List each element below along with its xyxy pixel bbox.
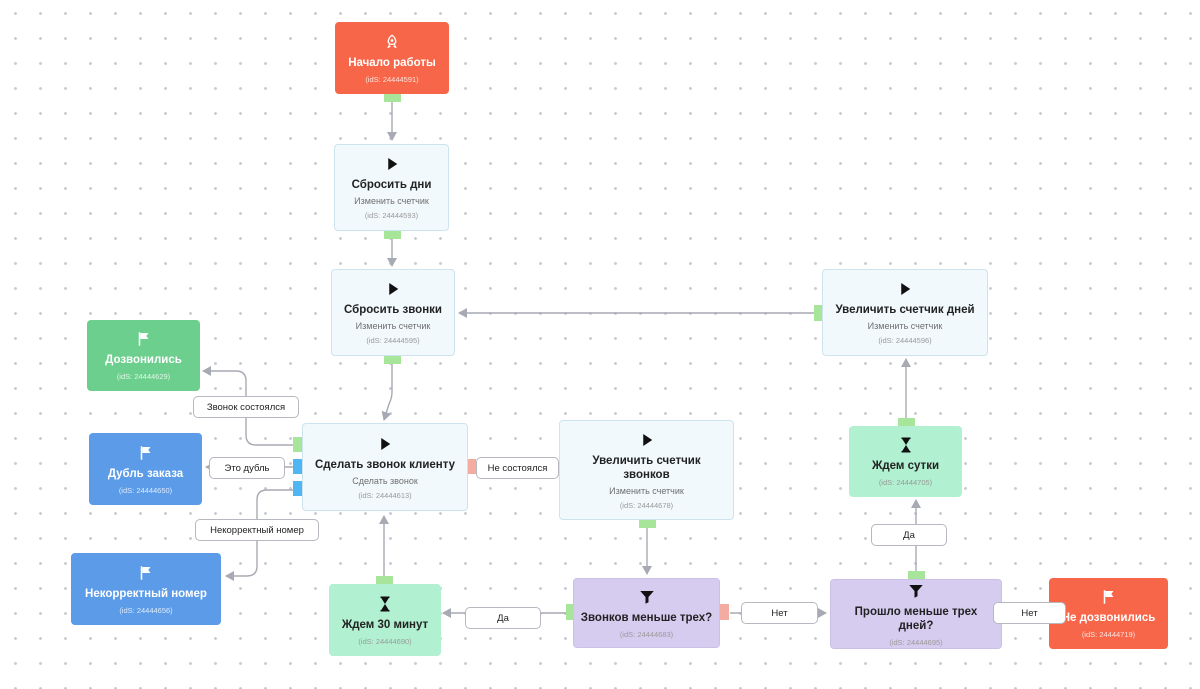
node-title: Сбросить дни bbox=[351, 179, 432, 191]
node-title: Некорректный номер bbox=[85, 587, 207, 600]
output-port[interactable] bbox=[376, 576, 393, 584]
edge-reset-calls-to-call-client bbox=[381, 364, 393, 421]
node-id: (idS: 24444705) bbox=[878, 478, 933, 487]
node-title: Увеличить счетчик звонков bbox=[592, 454, 701, 481]
output-port[interactable] bbox=[639, 520, 656, 528]
node-subtitle: Изменить счетчик bbox=[354, 196, 429, 206]
edge-label-no[interactable]: Нет bbox=[993, 602, 1066, 624]
node-title: Дубль заказа bbox=[107, 467, 184, 480]
hourglass-icon bbox=[901, 437, 910, 453]
node-id: (idS: 24444690) bbox=[358, 636, 412, 646]
node-id: (idS: 24444613) bbox=[358, 490, 412, 500]
output-port[interactable] bbox=[293, 437, 302, 452]
node-call-client[interactable]: Сделать звонок клиенту Сделать звонок (i… bbox=[302, 423, 468, 511]
rocket-icon bbox=[387, 33, 397, 48]
edge-label-duplicate[interactable]: Это дубль bbox=[209, 457, 285, 479]
filter-icon bbox=[909, 584, 923, 598]
edge-label-no[interactable]: Нет bbox=[741, 602, 818, 624]
node-id: (idS: 24444719) bbox=[1081, 630, 1136, 639]
node-title: Увеличить счетчик дней bbox=[835, 304, 975, 316]
output-port[interactable] bbox=[908, 571, 925, 579]
output-port[interactable] bbox=[814, 305, 822, 321]
node-not-reached[interactable]: Не дозвонились (idS: 24444719) bbox=[1049, 578, 1168, 649]
node-title: Начало работы bbox=[348, 56, 436, 69]
output-port[interactable] bbox=[384, 231, 401, 239]
node-days-lt3[interactable]: Прошло меньше трех дней? (idS: 24444695) bbox=[830, 579, 1002, 649]
node-id: (idS: 24444656) bbox=[119, 605, 173, 615]
hourglass-icon bbox=[380, 596, 390, 611]
node-duplicate[interactable]: Дубль заказа (idS: 24444650) bbox=[89, 433, 202, 505]
play-icon bbox=[387, 158, 397, 170]
node-subtitle: Сделать звонок bbox=[352, 475, 418, 486]
flag-icon bbox=[140, 445, 150, 460]
node-subtitle: Изменить счетчик bbox=[867, 321, 943, 331]
node-reset-calls[interactable]: Сбросить звонки Изменить счетчик (idS: 2… bbox=[331, 269, 455, 356]
node-wait-day[interactable]: Ждем сутки (idS: 24444705) bbox=[849, 426, 962, 497]
node-title: Сделать звонок клиенту bbox=[314, 458, 456, 471]
flag-icon bbox=[1103, 590, 1113, 604]
node-id: (idS: 24444596) bbox=[878, 336, 932, 345]
node-start[interactable]: Начало работы (idS: 24444591) bbox=[335, 22, 449, 94]
play-icon bbox=[901, 283, 911, 295]
node-inc-calls[interactable]: Увеличить счетчик звонков Изменить счетч… bbox=[559, 420, 734, 520]
node-reached[interactable]: Дозвонились (idS: 24444629) bbox=[87, 320, 200, 391]
edge-label-bad-number[interactable]: Некорректный номер bbox=[195, 519, 319, 541]
filter-icon bbox=[639, 590, 654, 604]
edge-label-yes[interactable]: Да bbox=[871, 524, 947, 546]
node-reset-days[interactable]: Сбросить дни Изменить счетчик (idS: 2444… bbox=[334, 144, 449, 231]
node-id: (idS: 24444650) bbox=[118, 485, 173, 495]
node-title: Звонков меньше трех? bbox=[580, 611, 713, 624]
play-icon bbox=[642, 433, 652, 446]
flag-icon bbox=[138, 332, 148, 346]
node-subtitle: Изменить счетчик bbox=[355, 321, 431, 331]
node-id: (idS: 24444678) bbox=[619, 500, 674, 510]
output-port[interactable] bbox=[468, 459, 476, 474]
output-port[interactable] bbox=[384, 356, 401, 364]
node-id: (idS: 24444595) bbox=[366, 336, 420, 345]
node-title: Не дозвонились bbox=[1061, 612, 1156, 624]
node-title: Ждем 30 минут bbox=[341, 618, 429, 631]
node-id: (idS: 24444593) bbox=[364, 211, 419, 220]
node-calls-lt3[interactable]: Звонков меньше трех? (idS: 24444683) bbox=[573, 578, 720, 648]
output-port[interactable] bbox=[384, 94, 401, 102]
output-port[interactable] bbox=[720, 604, 729, 620]
node-id: (idS: 24444683) bbox=[619, 629, 674, 639]
flag-icon bbox=[140, 565, 151, 580]
node-title: Дозвонились bbox=[105, 354, 182, 366]
output-port[interactable] bbox=[566, 604, 574, 620]
node-id: (idS: 24444695) bbox=[889, 637, 943, 647]
node-inc-days[interactable]: Увеличить счетчик дней Изменить счетчик … bbox=[822, 269, 988, 356]
node-id: (idS: 24444629) bbox=[116, 372, 171, 381]
edge-label-yes[interactable]: Да bbox=[465, 607, 541, 629]
node-title: Сбросить звонки bbox=[344, 304, 442, 316]
output-port[interactable] bbox=[293, 481, 302, 496]
output-port[interactable] bbox=[898, 418, 915, 426]
node-subtitle: Изменить счетчик bbox=[609, 485, 684, 496]
node-title: Ждем сутки bbox=[871, 460, 940, 472]
node-wait-30[interactable]: Ждем 30 минут (idS: 24444690) bbox=[329, 584, 441, 656]
edge-label-call-done[interactable]: Звонок состоялся bbox=[193, 396, 299, 418]
play-icon bbox=[381, 437, 391, 450]
node-bad-number[interactable]: Некорректный номер (idS: 24444656) bbox=[71, 553, 221, 625]
output-port[interactable] bbox=[293, 459, 302, 474]
node-id: (idS: 24444591) bbox=[365, 74, 419, 84]
play-icon bbox=[389, 283, 399, 295]
edge-label-not-done[interactable]: Не состоялся bbox=[476, 457, 559, 479]
node-title: Прошло меньше трех дней? bbox=[854, 605, 978, 632]
